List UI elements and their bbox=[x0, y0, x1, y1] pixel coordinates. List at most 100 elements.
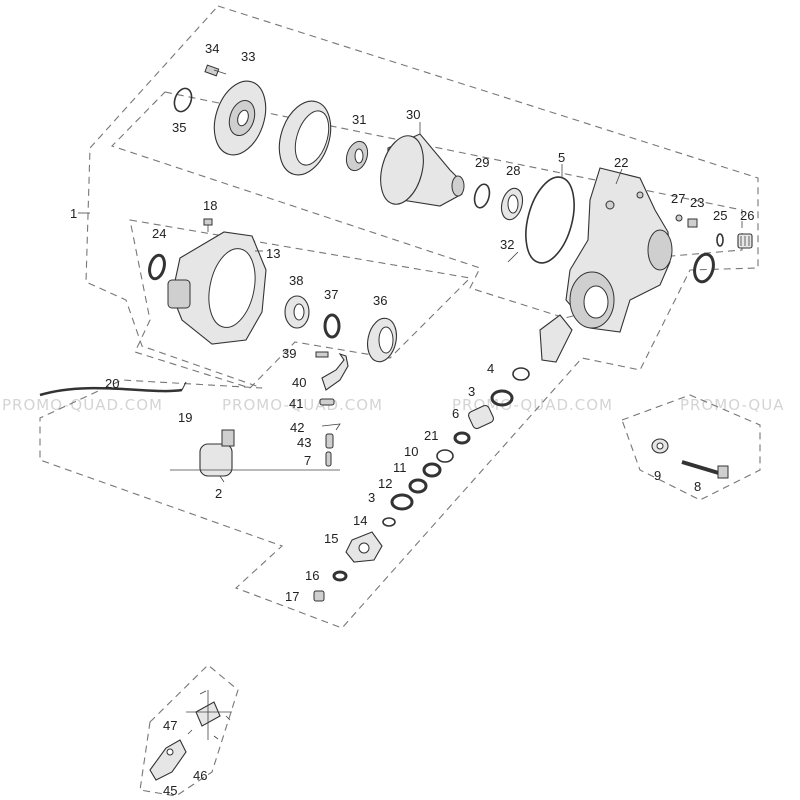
outline-ujoint bbox=[139, 664, 239, 797]
callout-20: 20 bbox=[105, 376, 119, 391]
part-38-bearing bbox=[284, 295, 310, 329]
callout-40: 40 bbox=[292, 375, 306, 390]
part-16-washer bbox=[332, 570, 348, 582]
part-20-wire bbox=[39, 381, 187, 397]
callout-3-upper: 3 bbox=[468, 384, 475, 399]
callout-15: 15 bbox=[324, 531, 338, 546]
callout-labels: 1 2 3 3 4 5 6 7 8 9 10 11 12 13 14 15 16… bbox=[70, 41, 754, 798]
part-14-ring bbox=[382, 517, 396, 527]
part-35-oring bbox=[173, 87, 193, 113]
outline-main bbox=[39, 5, 759, 629]
part-46-bearing-caps bbox=[187, 690, 231, 740]
callout-47: 47 bbox=[163, 718, 177, 733]
callout-11: 11 bbox=[393, 460, 407, 475]
part-18-bolt bbox=[203, 218, 213, 232]
part-45-ujoint-yoke bbox=[149, 739, 187, 781]
part-29-snap-ring bbox=[473, 183, 491, 209]
part-2-sensor bbox=[199, 429, 235, 477]
callout-30: 30 bbox=[406, 107, 420, 122]
part-11-ring bbox=[422, 462, 442, 478]
callout-7: 7 bbox=[304, 453, 311, 468]
callout-21: 21 bbox=[424, 428, 438, 443]
callout-13: 13 bbox=[266, 246, 280, 261]
part-26-cap bbox=[737, 233, 753, 249]
outline-bolts bbox=[621, 394, 761, 501]
part-28-bearing bbox=[500, 187, 524, 221]
part-13-cover bbox=[167, 231, 267, 345]
part-37-ring bbox=[323, 313, 341, 339]
callout-35: 35 bbox=[172, 120, 186, 135]
watermark-text-1: PROMO-QUAD.COM bbox=[2, 396, 163, 414]
callout-18: 18 bbox=[203, 198, 217, 213]
callout-8: 8 bbox=[694, 479, 701, 494]
part-9-nut bbox=[651, 438, 669, 454]
callout-3-lower: 3 bbox=[368, 490, 375, 505]
part-30-differential-carrier bbox=[380, 133, 465, 207]
callout-16: 16 bbox=[305, 568, 319, 583]
part-39-bolt bbox=[315, 351, 329, 358]
part-large-bearing-ring bbox=[278, 100, 332, 176]
part-3-shim-lower bbox=[390, 493, 414, 511]
callout-27: 27 bbox=[671, 191, 685, 206]
callout-32: 32 bbox=[500, 237, 514, 252]
callout-39: 39 bbox=[282, 346, 296, 361]
callout-46: 46 bbox=[193, 768, 207, 783]
part-12-ring bbox=[408, 478, 428, 494]
part-22-gear-housing bbox=[565, 167, 673, 333]
part-43-plunger bbox=[325, 433, 334, 449]
part-oil-seal-right bbox=[693, 252, 715, 284]
part-23-plug bbox=[687, 218, 698, 228]
callout-9: 9 bbox=[654, 468, 661, 483]
part-7-pin bbox=[325, 451, 332, 467]
callout-34: 34 bbox=[205, 41, 219, 56]
callout-6: 6 bbox=[452, 406, 459, 421]
part-6-bearing bbox=[467, 404, 495, 430]
part-42-clip bbox=[321, 423, 341, 431]
callout-25: 25 bbox=[713, 208, 727, 223]
callout-14: 14 bbox=[353, 513, 367, 528]
callout-10: 10 bbox=[404, 444, 418, 459]
watermark: PROMO-QUAD.COM PROMO-QUAD.COM PROMO-QUAD… bbox=[2, 396, 784, 414]
part-41-pin bbox=[319, 398, 335, 406]
part-4-ring bbox=[512, 367, 530, 381]
callout-43: 43 bbox=[297, 435, 311, 450]
part-36-seal bbox=[367, 317, 397, 363]
callout-36: 36 bbox=[373, 293, 387, 308]
callout-2: 2 bbox=[215, 486, 222, 501]
callout-1: 1 bbox=[70, 206, 77, 221]
callout-22: 22 bbox=[614, 155, 628, 170]
callout-33: 33 bbox=[241, 49, 255, 64]
callout-24: 24 bbox=[152, 226, 166, 241]
callout-41: 41 bbox=[289, 396, 303, 411]
callout-37: 37 bbox=[324, 287, 338, 302]
part-21-ring bbox=[453, 431, 471, 445]
callout-19: 19 bbox=[178, 410, 192, 425]
callout-28: 28 bbox=[506, 163, 520, 178]
callout-42: 42 bbox=[290, 420, 304, 435]
part-25-oring bbox=[716, 233, 724, 247]
part-pinion-shaft bbox=[539, 314, 573, 363]
callout-31: 31 bbox=[352, 112, 366, 127]
part-40-fork bbox=[321, 352, 349, 391]
callout-26: 26 bbox=[740, 208, 754, 223]
part-17-nut bbox=[313, 590, 325, 602]
callout-38: 38 bbox=[289, 273, 303, 288]
part-5-gasket-ring bbox=[525, 176, 575, 264]
callout-29: 29 bbox=[475, 155, 489, 170]
part-31-bearing bbox=[345, 140, 369, 172]
callout-23: 23 bbox=[690, 195, 704, 210]
outline-cover bbox=[129, 219, 472, 389]
part-47-ujoint-cross bbox=[186, 690, 232, 740]
part-3-shim-upper bbox=[490, 389, 514, 407]
leader-lines bbox=[78, 122, 623, 483]
callout-12: 12 bbox=[378, 476, 392, 491]
watermark-text-4: PROMO-QUA bbox=[680, 396, 784, 414]
watermark-text-2: PROMO-QUAD.COM bbox=[222, 396, 383, 414]
part-24-seal bbox=[148, 253, 166, 281]
part-27-plug bbox=[675, 214, 683, 222]
callout-5: 5 bbox=[558, 150, 565, 165]
callout-4: 4 bbox=[487, 361, 494, 376]
part-33-flange-plate bbox=[213, 80, 267, 156]
